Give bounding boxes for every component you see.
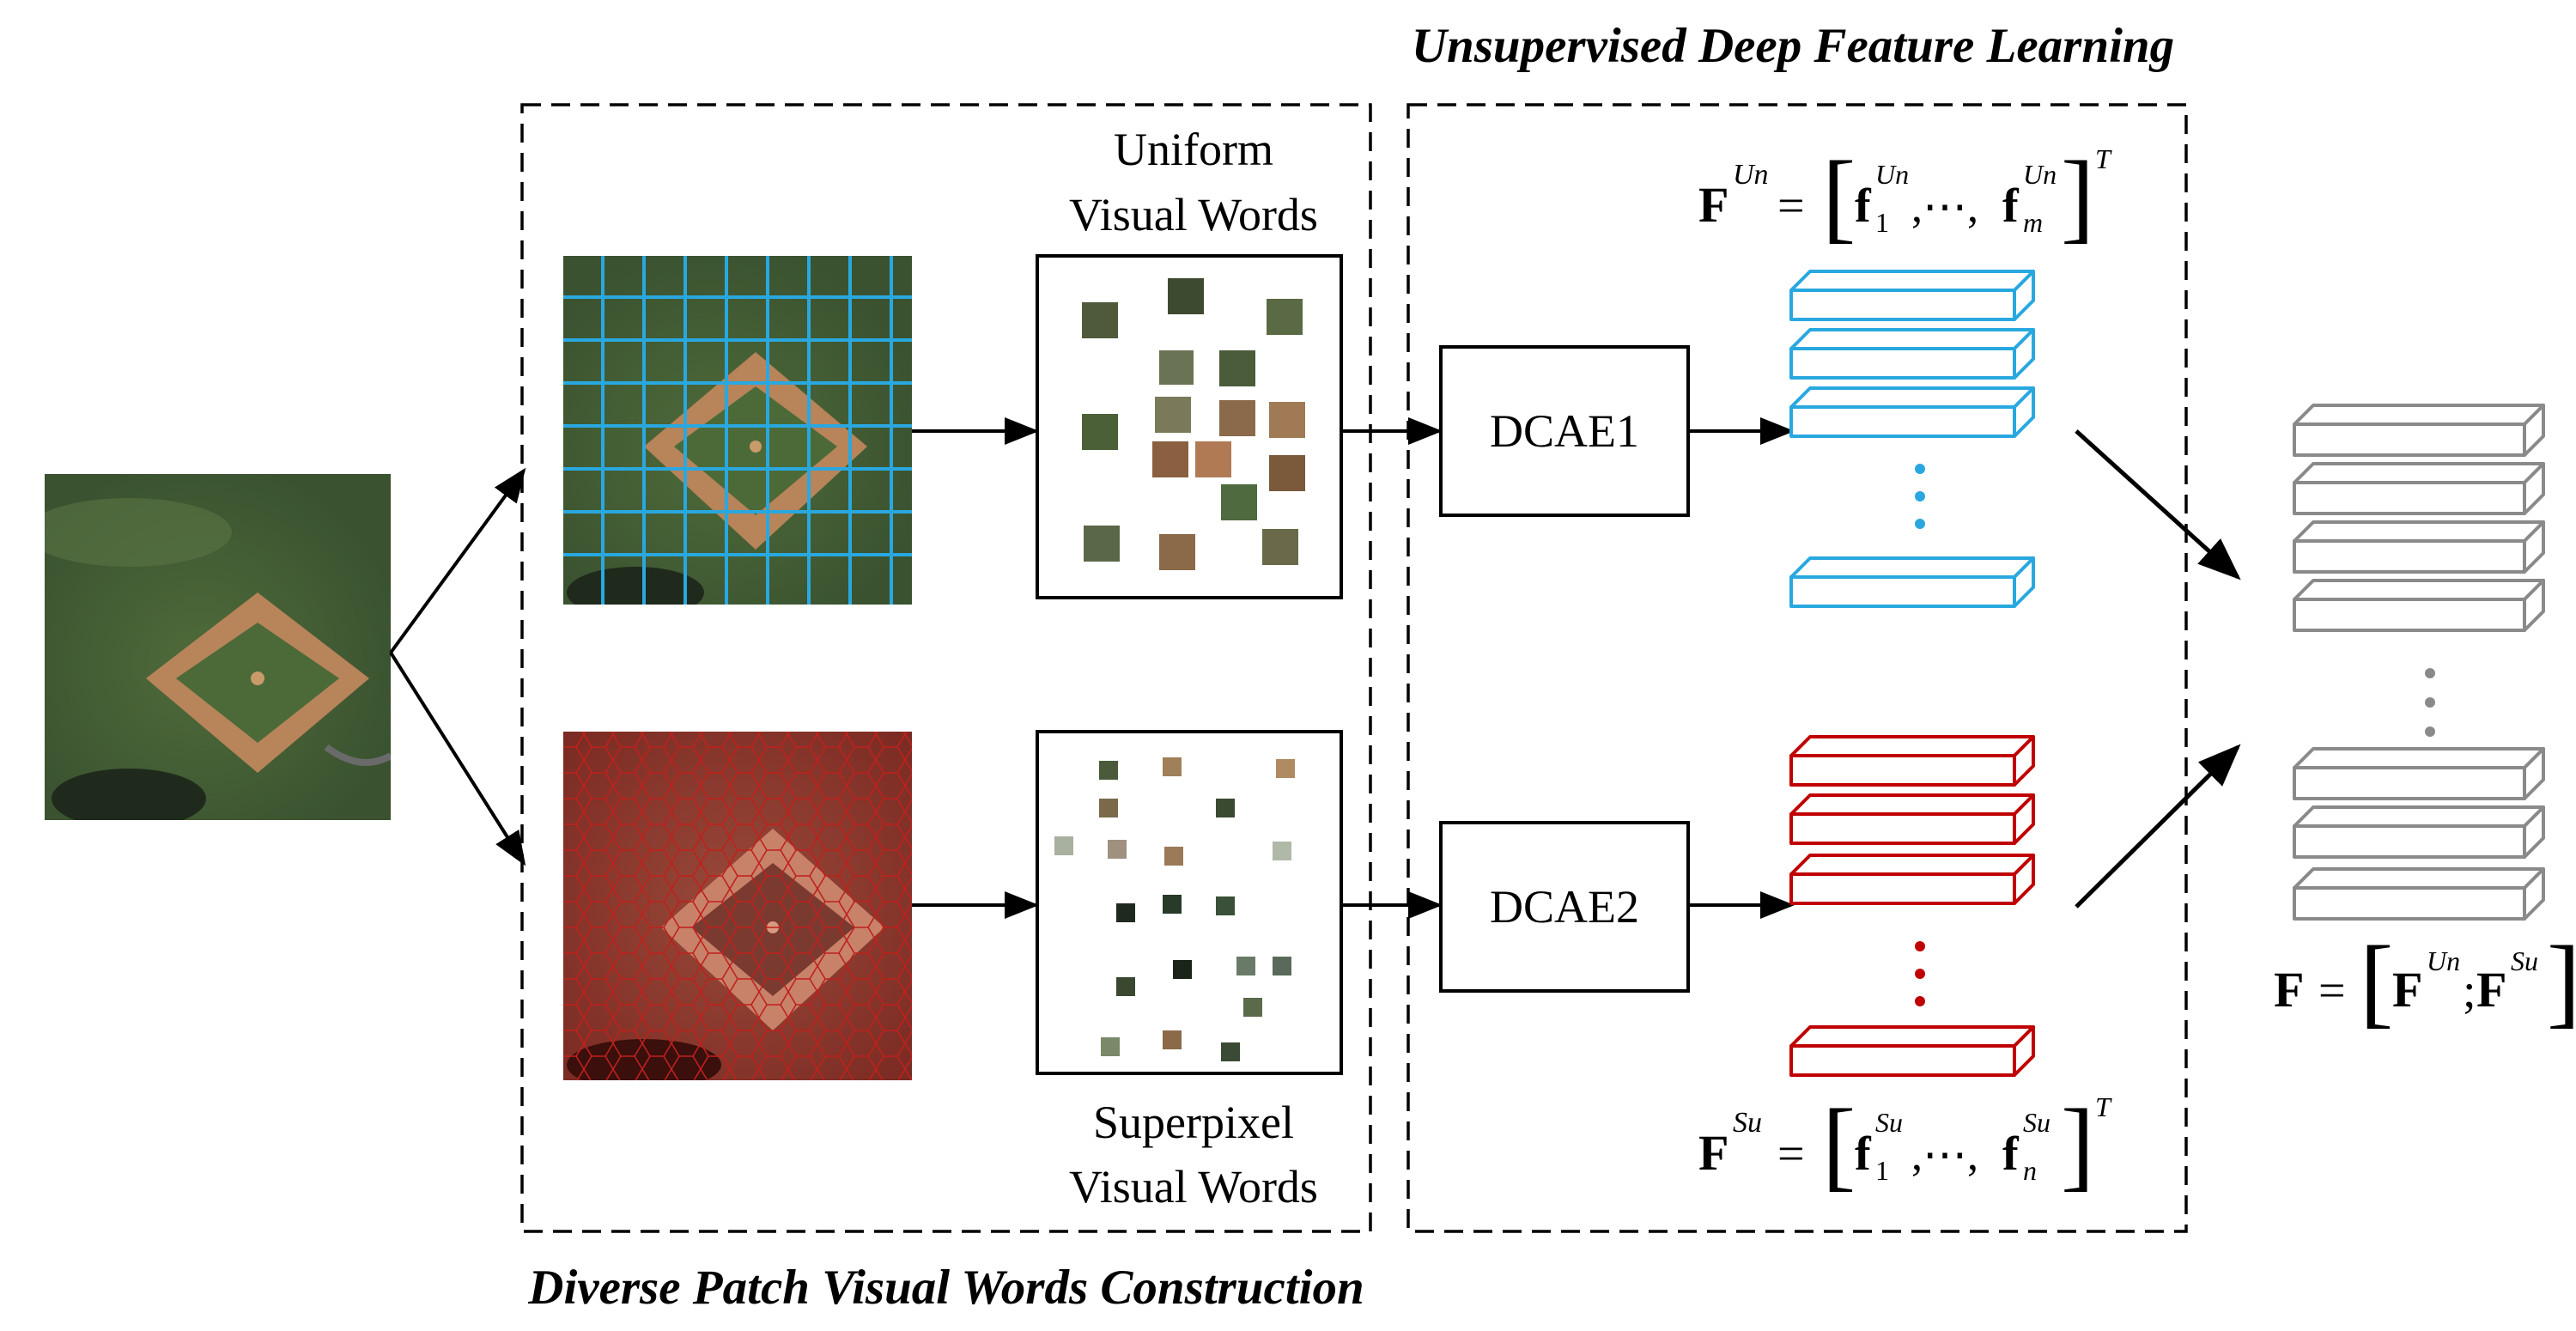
deep-feature-box: [1406, 103, 2188, 1233]
uniform-patches: [1082, 278, 1305, 570]
svg-text:,⋯,: ,⋯,: [1911, 183, 1978, 232]
svg-text:Un: Un: [2427, 945, 2460, 976]
svg-text:[: [: [1822, 1088, 1856, 1200]
arrow-to-superpixel: [389, 651, 526, 866]
title-unsupervised: Unsupervised Deep Feature Learning: [1412, 19, 2174, 73]
superpixel-image: [563, 732, 912, 1080]
svg-text:]: ]: [2547, 925, 2576, 1037]
feature-slab-fused-3: [2293, 520, 2545, 574]
title-diverse-patch: Diverse Patch Visual Words Construction: [527, 1261, 1364, 1315]
svg-text:f: f: [2002, 1127, 2020, 1181]
label-superpixel: Superpixel: [1093, 1097, 1294, 1148]
dcae1-label: DCAE1: [1490, 405, 1639, 457]
feature-slab-fused-4: [2293, 579, 2545, 632]
svg-text:]: ]: [2061, 140, 2094, 252]
svg-text:[: [: [2360, 925, 2393, 1037]
dcae2-label: DCAE2: [1490, 881, 1639, 933]
svg-text:Un: Un: [1875, 159, 1909, 190]
svg-text:Su: Su: [2511, 945, 2538, 976]
svg-text:,⋯,: ,⋯,: [1911, 1131, 1978, 1180]
feature-slab-fused-6: [2293, 805, 2545, 859]
uniform-grid-image: [563, 256, 912, 605]
label-superpixel-visual-words: Visual Words: [1069, 1161, 1318, 1212]
svg-text:=: =: [2318, 964, 2346, 1018]
arrow-uniform-to-fused: [2075, 429, 2241, 580]
feature-slab-fused-1: [2293, 404, 2545, 457]
superpixel-feature-stack: [1789, 735, 2035, 1077]
feature-slab-un-2: [1789, 328, 2035, 380]
svg-text:Un: Un: [2023, 159, 2057, 190]
svg-text:[: [: [1822, 140, 1856, 252]
svg-text:m: m: [2023, 207, 2043, 238]
superpixel-visual-words-panel: [1036, 730, 1343, 1075]
feature-slab-fused-7: [2293, 867, 2545, 921]
formula-final: F = [ F Un ; F Su ]: [2274, 925, 2576, 1037]
fused-feature-stack: [2293, 404, 2545, 921]
dcae2-node: [1439, 821, 1690, 993]
svg-text:f: f: [1855, 179, 1872, 233]
svg-text:=: =: [1777, 1127, 1805, 1181]
arrow-superpixel-to-fused: [2075, 744, 2241, 909]
feature-slab-su-3: [1789, 854, 2035, 905]
svg-text:F: F: [2274, 962, 2304, 1018]
dcae1-node: [1439, 345, 1690, 517]
svg-text:1: 1: [1875, 207, 1889, 238]
svg-text:T: T: [2095, 143, 2112, 174]
visual-words-box: [520, 103, 1372, 1233]
svg-text:f: f: [1855, 1127, 1872, 1181]
superpixel-ellipsis-dots: [1915, 941, 1925, 1006]
uniform-feature-stack: [1789, 270, 2035, 608]
svg-text:T: T: [2095, 1091, 2112, 1122]
feature-slab-un-m: [1789, 556, 2035, 608]
label-uniform: Uniform: [1114, 124, 1273, 175]
uniform-visual-words-panel: [1036, 254, 1343, 599]
feature-slab-su-n: [1789, 1025, 2035, 1077]
feature-slab-fused-5: [2293, 747, 2545, 800]
svg-text:n: n: [2023, 1155, 2037, 1186]
fused-ellipsis-dots: [2425, 668, 2435, 737]
svg-text:;: ;: [2463, 964, 2476, 1018]
svg-text:Su: Su: [2023, 1107, 2050, 1138]
feature-slab-un-1: [1789, 270, 2035, 321]
source-aerial-image: [45, 474, 391, 820]
superpixel-patches: [1054, 757, 1295, 1061]
svg-text:Su: Su: [1733, 1107, 1762, 1139]
label-uniform-visual-words: Visual Words: [1069, 189, 1318, 240]
feature-slab-fused-2: [2293, 462, 2545, 515]
formula-f-su: F Su = [ f Su 1 ,⋯, f Su n ] T: [1698, 1088, 2112, 1200]
svg-text:=: =: [1777, 179, 1805, 233]
svg-text:Su: Su: [1875, 1107, 1903, 1138]
uniform-ellipsis-dots: [1915, 464, 1925, 529]
arrow-to-uniform: [389, 467, 526, 654]
svg-text:F: F: [2476, 962, 2506, 1018]
svg-text:Un: Un: [1733, 159, 1769, 191]
svg-text:F: F: [2392, 962, 2422, 1018]
feature-slab-un-3: [1789, 386, 2035, 438]
svg-text:]: ]: [2061, 1088, 2094, 1200]
svg-text:F: F: [1698, 1125, 1728, 1181]
svg-text:1: 1: [1875, 1155, 1889, 1186]
feature-slab-su-2: [1789, 793, 2035, 845]
svg-text:F: F: [1698, 177, 1728, 233]
svg-text:f: f: [2002, 179, 2020, 233]
feature-slab-su-1: [1789, 735, 2035, 787]
formula-f-un: F Un = [ f Un 1 ,⋯, f Un m ] T: [1698, 140, 2112, 252]
